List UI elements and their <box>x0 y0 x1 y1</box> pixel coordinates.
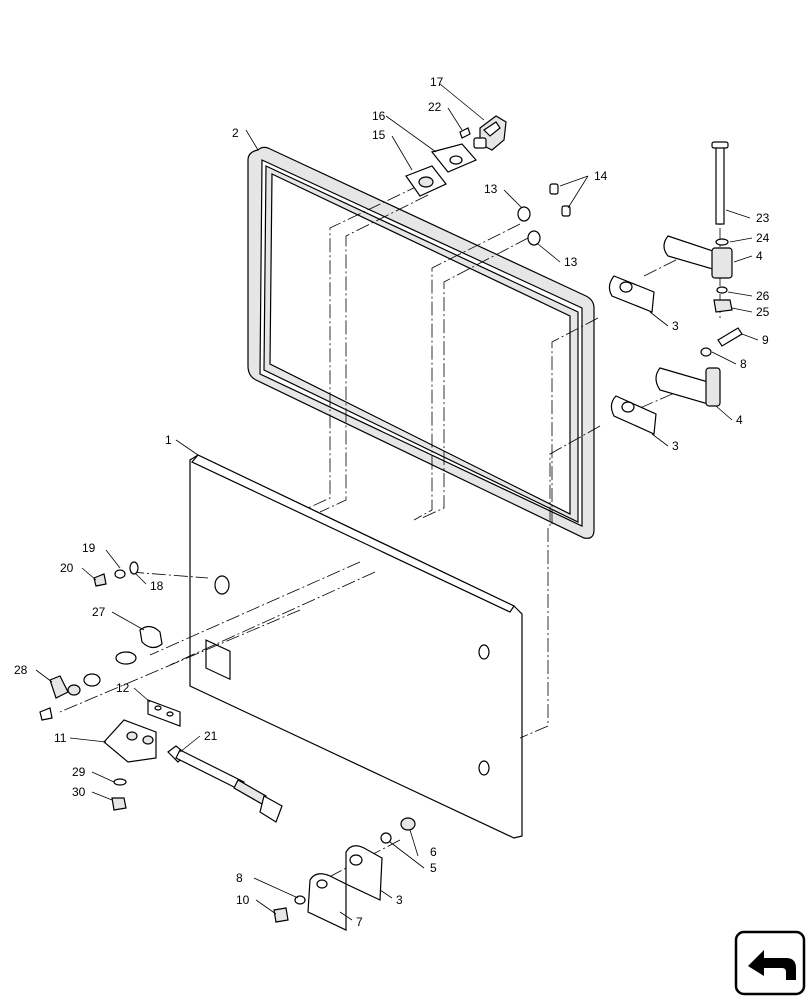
callout-13-top: 13 <box>484 182 498 196</box>
callout-3-lower: 3 <box>396 893 403 907</box>
callout-14: 14 <box>594 169 608 183</box>
left-fastener-group <box>39 561 163 721</box>
leader-lines <box>35 83 759 921</box>
callout-labels: 2 1 17 22 16 15 13 14 13 23 24 4 26 25 3… <box>14 75 770 929</box>
lower-hinge-assembly <box>610 327 743 435</box>
callout-4-lower: 4 <box>736 413 743 427</box>
callout-16: 16 <box>372 109 386 123</box>
callout-17: 17 <box>430 75 444 89</box>
bottom-hinge-hardware <box>273 817 416 931</box>
callout-8-right: 8 <box>740 357 747 371</box>
window-seal-frame <box>247 146 595 539</box>
callout-3-middle: 3 <box>672 439 679 453</box>
callout-30: 30 <box>72 785 86 799</box>
callout-22: 22 <box>428 100 442 114</box>
callout-21: 21 <box>204 729 218 743</box>
callout-28: 28 <box>14 663 28 677</box>
callout-23: 23 <box>756 211 770 225</box>
gas-strut <box>167 745 283 823</box>
callout-9: 9 <box>762 333 769 347</box>
callout-8-bottom: 8 <box>236 871 243 885</box>
callout-6: 6 <box>430 845 437 859</box>
callout-4-upper: 4 <box>756 249 763 263</box>
upper-hinge-assembly <box>608 141 733 313</box>
callout-15: 15 <box>372 128 386 142</box>
callout-19: 19 <box>82 541 96 555</box>
callout-25: 25 <box>756 305 770 319</box>
callout-12: 12 <box>116 681 130 695</box>
callout-2: 2 <box>232 126 239 140</box>
window-glass-panel <box>189 454 523 839</box>
callout-10: 10 <box>236 893 250 907</box>
callout-20: 20 <box>60 561 74 575</box>
next-page-arrow-icon[interactable] <box>734 930 806 996</box>
callout-1: 1 <box>165 433 172 447</box>
callout-24: 24 <box>756 231 770 245</box>
screws-washers-top <box>517 183 571 246</box>
callout-13-bottom: 13 <box>564 255 578 269</box>
callout-3-upper: 3 <box>672 319 679 333</box>
callout-26: 26 <box>756 289 770 303</box>
callout-29: 29 <box>72 765 86 779</box>
bracket-group <box>103 699 181 811</box>
callout-11: 11 <box>54 731 67 745</box>
callout-18: 18 <box>150 579 164 593</box>
latch-assembly <box>405 115 507 197</box>
callout-7: 7 <box>356 915 363 929</box>
callout-5: 5 <box>430 861 437 875</box>
callout-27: 27 <box>92 605 106 619</box>
